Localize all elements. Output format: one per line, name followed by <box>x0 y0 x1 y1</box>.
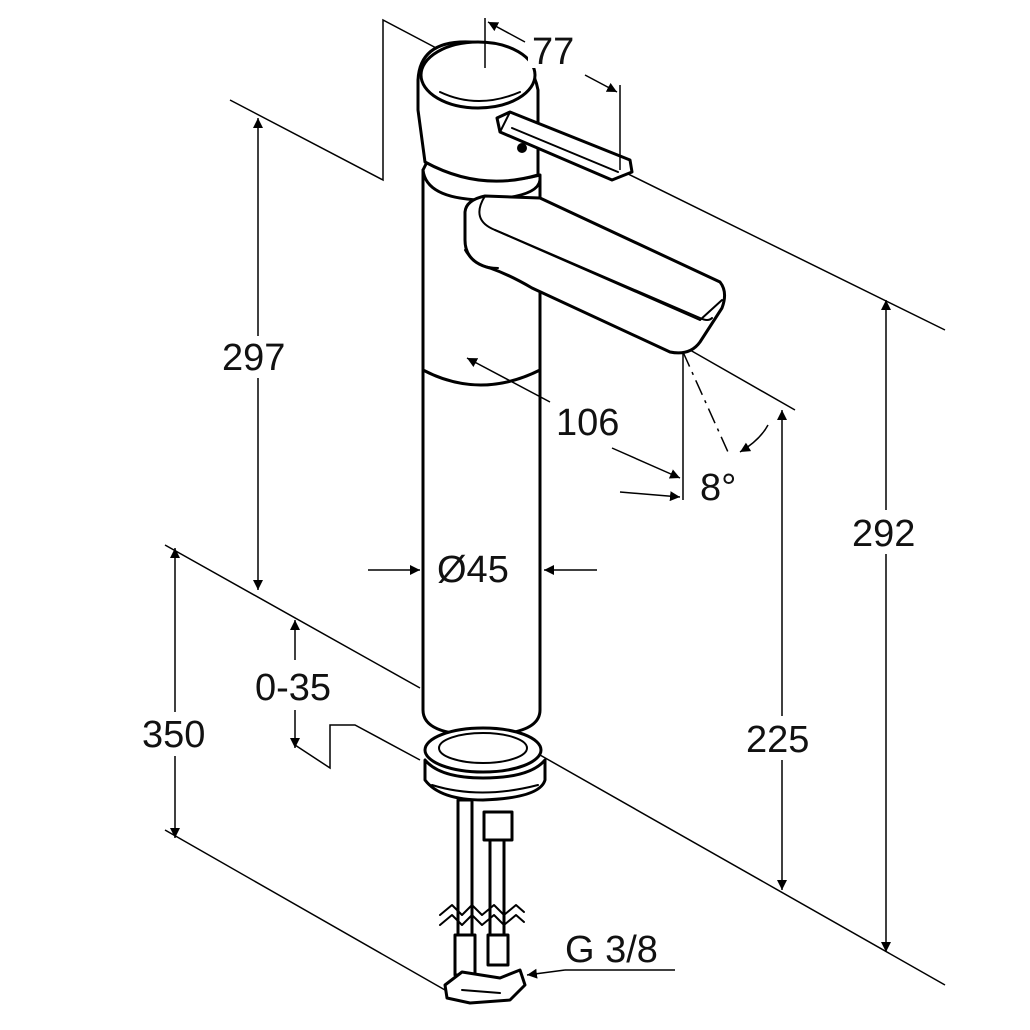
hose-break-symbol <box>439 904 525 916</box>
dimension-labels: 77 297 106 8° Ø45 292 0-35 350 225 G 3/8 <box>138 28 928 971</box>
dim-77-arrow-left <box>487 21 526 43</box>
label-top-height: 297 <box>222 337 285 379</box>
hose-left <box>456 798 474 937</box>
label-lever-reach: 77 <box>532 31 574 73</box>
dim-angle-axis <box>682 351 729 453</box>
label-spout-reach: 106 <box>556 402 619 444</box>
label-hose-length: 350 <box>142 714 205 756</box>
dim-77-arrow-right <box>584 74 618 93</box>
dim-106-arrow <box>466 357 551 403</box>
label-deck-range: 0-35 <box>255 667 331 709</box>
extension-lines <box>164 18 946 991</box>
label-spout-angle: 8° <box>700 467 736 509</box>
label-body-diameter: Ø45 <box>437 549 509 591</box>
dim-thread-leader <box>526 968 566 979</box>
label-overall-height: 292 <box>852 513 915 555</box>
faucet-body <box>416 40 727 1005</box>
label-connection-thread: G 3/8 <box>565 929 658 971</box>
mounting-nut <box>423 726 543 774</box>
connection-nut <box>443 968 527 1005</box>
label-spout-clearance: 225 <box>746 719 809 761</box>
